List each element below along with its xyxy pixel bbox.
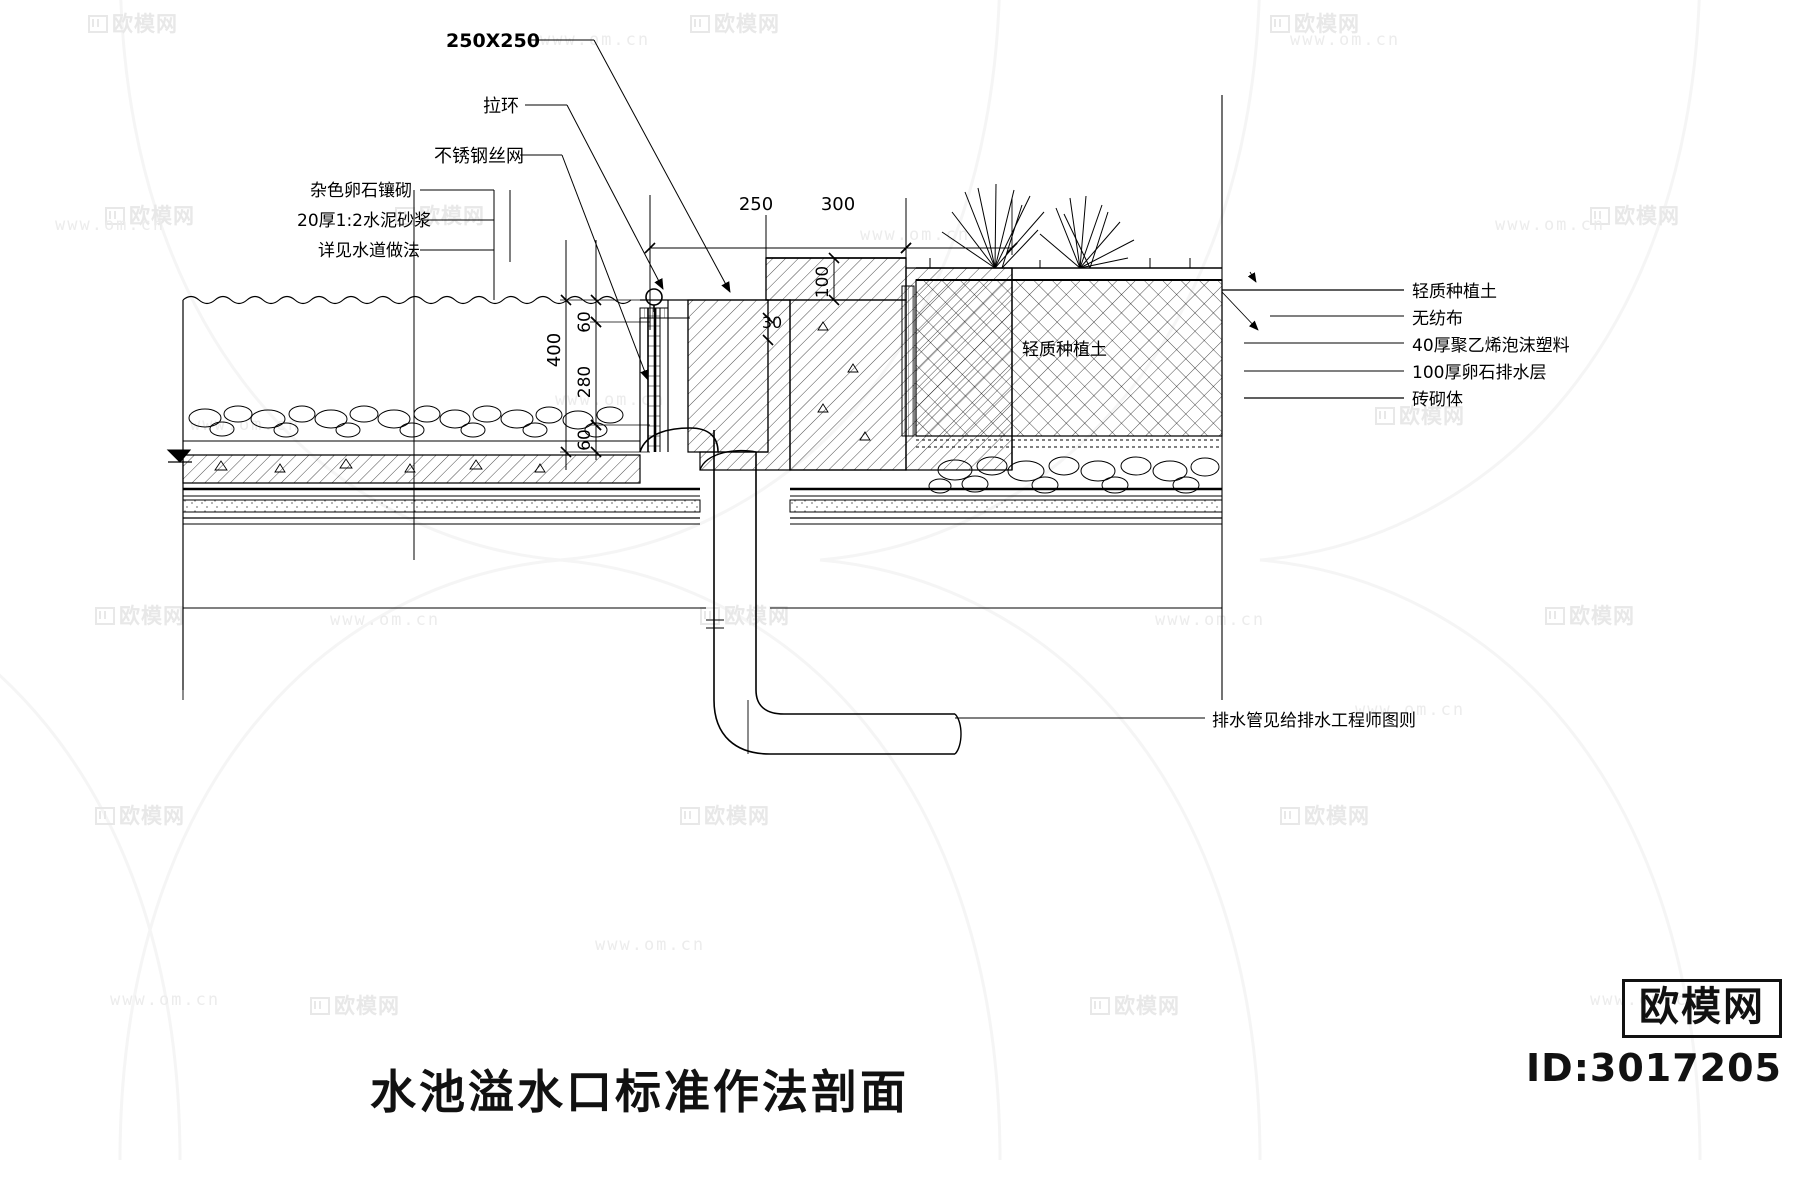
callout-light-planting-soil: 轻质种植土 (1412, 282, 1497, 302)
dimension-60-top: 60 (575, 311, 595, 333)
callout-drain-pipe-note: 排水管见给排水工程师图则 (1212, 711, 1416, 731)
dimension-100: 100 (813, 266, 833, 298)
callout-250x250: 250X250 (446, 30, 540, 52)
callout-pebble-drainage: 100厚卵石排水层 (1412, 363, 1546, 383)
dimension-280: 280 (575, 366, 595, 398)
callout-cement-mortar: 20厚1:2水泥砂浆 (297, 211, 431, 231)
callout-brick-masonry: 砖砌体 (1412, 390, 1463, 410)
dimension-400: 400 (544, 333, 565, 367)
callout-stainless-mesh: 不锈钢丝网 (434, 146, 524, 167)
callout-pull-ring: 拉环 (483, 96, 519, 117)
brand-block: 欧模网 ID:3017205 (1526, 978, 1782, 1090)
drawing-title: 水池溢水口标准作法剖面 (370, 1065, 909, 1119)
dimension-250: 250 (739, 194, 773, 215)
callout-pe-foam: 40厚聚乙烯泡沫塑料 (1412, 336, 1570, 356)
callout-planting-soil-inline: 轻质种植土 (1022, 340, 1107, 360)
callout-pebble-inlay: 杂色卵石镶砌 (310, 180, 412, 201)
brand-logo: 欧模网 (1622, 978, 1782, 1038)
callout-see-channel: 详见水道做法 (318, 241, 420, 261)
dimension-300: 300 (821, 194, 855, 215)
callout-non-woven-fabric: 无纺布 (1412, 309, 1463, 329)
dimension-60-bottom: 60 (575, 429, 595, 451)
drawing-id: ID:3017205 (1526, 1046, 1782, 1090)
dimension-30: 30 (762, 313, 782, 332)
